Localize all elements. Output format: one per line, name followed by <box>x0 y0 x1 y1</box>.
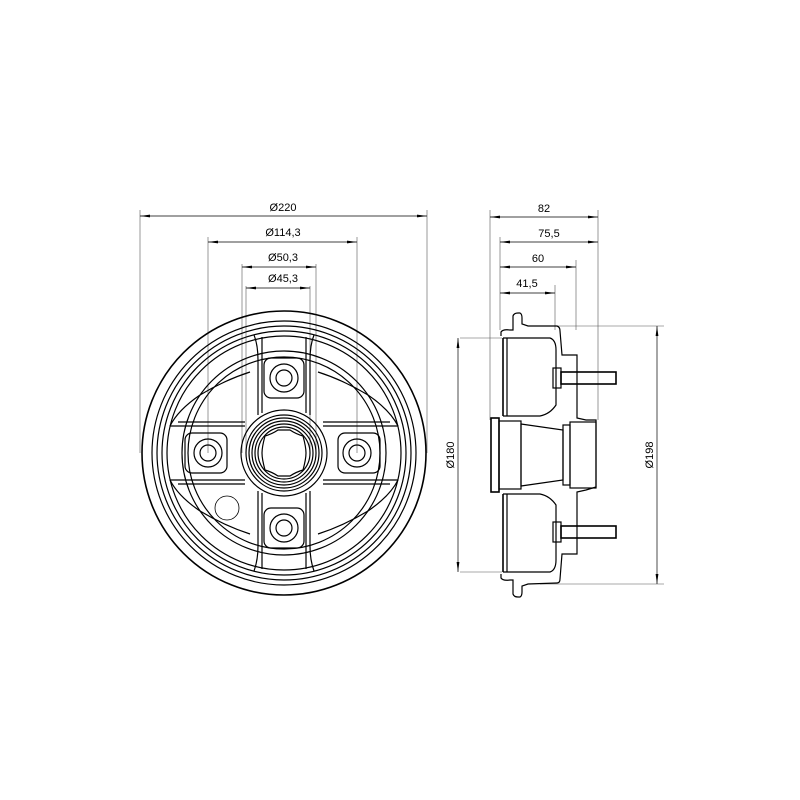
dim-label-inner-diameter: Ø180 <box>445 442 457 469</box>
dim-label-height-2: 75,5 <box>538 228 559 240</box>
bolt-hole-top <box>263 357 305 399</box>
bolt-hole-right <box>337 432 381 474</box>
locating-hole <box>214 495 240 521</box>
drum-rims <box>141 310 427 596</box>
extension-lines-side <box>460 210 664 585</box>
dim-label-bolt-circle: Ø114,3 <box>265 227 300 239</box>
dim-label-height-4: 41,5 <box>516 278 537 290</box>
side-view: 82 75,5 60 41,5 Ø180 Ø198 <box>445 203 664 598</box>
bolt-holes <box>184 357 381 549</box>
dim-label-total-height: 82 <box>538 203 550 215</box>
dim-label-height-3: 60 <box>532 253 544 265</box>
dim-label-flange-diameter: Ø198 <box>644 442 656 469</box>
front-view: Ø220 Ø114,3 Ø50,3 Ø45,3 <box>139 202 428 596</box>
dimension-lines-front <box>140 214 427 290</box>
side-hub <box>490 417 597 493</box>
dim-label-bore-outer: Ø50,3 <box>268 252 298 264</box>
center-hub <box>240 409 328 497</box>
bolt-hole-bottom <box>263 507 305 549</box>
dimension-lines-side <box>456 215 659 584</box>
drum-profile-outline <box>500 312 597 598</box>
dim-label-outer-diameter: Ø220 <box>270 202 297 214</box>
wheel-studs <box>552 367 617 543</box>
cross-spokes <box>169 334 399 572</box>
bolt-hole-left <box>184 432 228 474</box>
dim-label-bore-inner: Ø45,3 <box>268 273 298 285</box>
